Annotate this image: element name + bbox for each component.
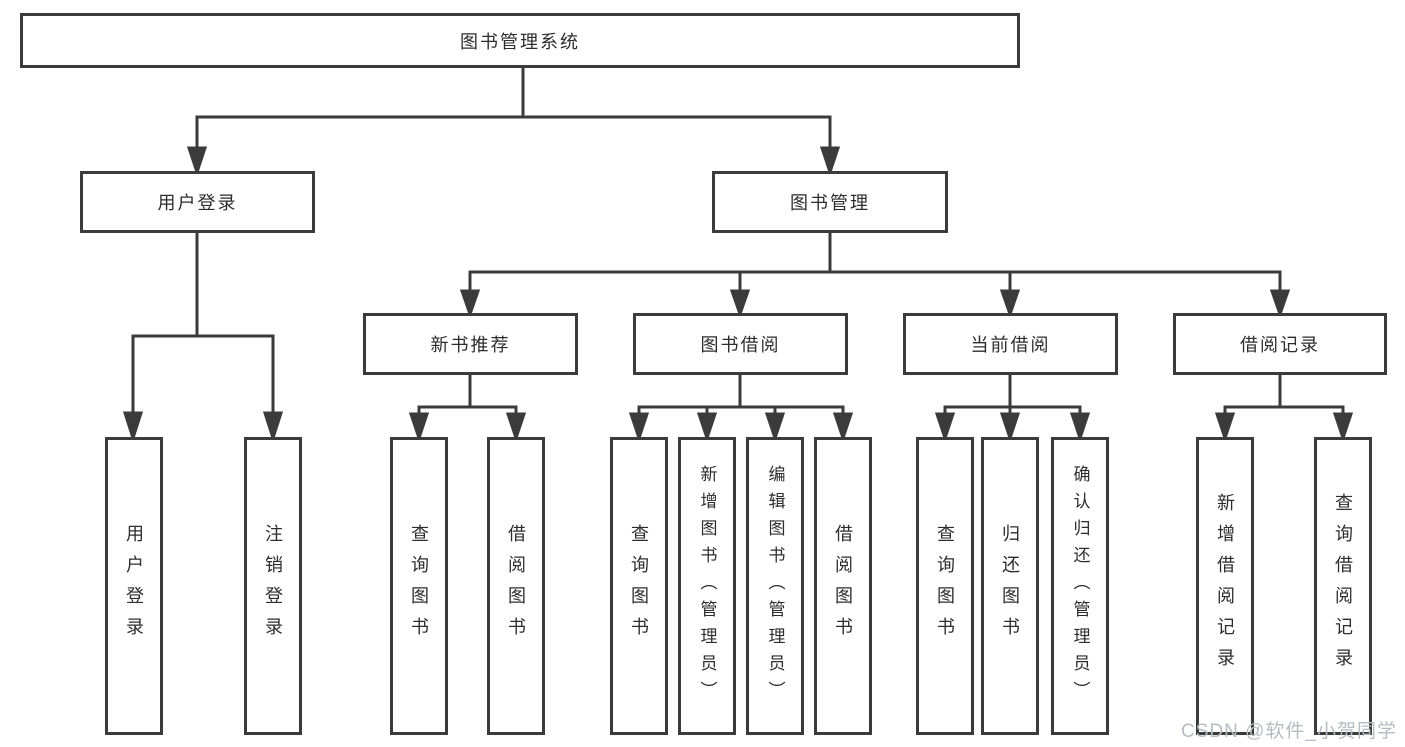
node-root-system: 图书管理系统 bbox=[20, 13, 1020, 68]
node-label: 查询借阅记录 bbox=[1333, 493, 1353, 679]
leaf-edit-book-admin: 编辑图书（管理员） bbox=[746, 437, 804, 735]
node-user-login: 用户登录 bbox=[80, 171, 315, 233]
node-label: 注销登录 bbox=[263, 524, 283, 648]
node-label: 借阅图书 bbox=[833, 524, 853, 648]
edge-root-to-level2 bbox=[186, 65, 841, 177]
leaf-query-borrow-record: 查询借阅记录 bbox=[1314, 437, 1372, 735]
edge-userlogin-to-leaves bbox=[122, 230, 284, 443]
node-label: 借阅图书 bbox=[506, 524, 526, 648]
leaf-logout: 注销登录 bbox=[244, 437, 302, 735]
node-label: 借阅记录 bbox=[1240, 335, 1320, 355]
leaf-borrow-books-recommend: 借阅图书 bbox=[487, 437, 545, 735]
node-label: 用户登录 bbox=[157, 193, 238, 213]
node-label: 当前借阅 bbox=[970, 335, 1051, 355]
leaf-borrow-books: 借阅图书 bbox=[814, 437, 872, 735]
node-new-book-recommend: 新书推荐 bbox=[363, 313, 578, 375]
node-label: 新书推荐 bbox=[430, 335, 511, 355]
node-label: 查询图书 bbox=[629, 524, 649, 648]
edge-bookmgmt-to-level3 bbox=[459, 230, 1291, 319]
node-book-borrow: 图书借阅 bbox=[633, 313, 848, 375]
node-label: 确认归还（管理员） bbox=[1070, 464, 1090, 708]
node-book-management: 图书管理 bbox=[712, 171, 948, 233]
node-label: 新增图书（管理员） bbox=[697, 464, 717, 708]
edge-bookborrow-to-leaves bbox=[628, 373, 854, 443]
leaf-query-books-borrow: 查询图书 bbox=[610, 437, 668, 735]
leaf-confirm-return-admin: 确认归还（管理员） bbox=[1051, 437, 1109, 735]
leaf-query-books-recommend: 查询图书 bbox=[390, 437, 448, 735]
node-label: 编辑图书（管理员） bbox=[765, 464, 785, 708]
node-current-borrow: 当前借阅 bbox=[903, 313, 1118, 375]
csdn-watermark: CSDN @软件_小贺同学 bbox=[1181, 721, 1397, 742]
node-label: 图书管理系统 bbox=[460, 31, 580, 52]
leaf-return-book: 归还图书 bbox=[981, 437, 1039, 735]
node-borrow-records: 借阅记录 bbox=[1173, 313, 1387, 375]
node-label: 查询图书 bbox=[935, 524, 955, 648]
edge-currentborrow-to-leaves bbox=[934, 373, 1091, 443]
node-label: 查询图书 bbox=[409, 524, 429, 648]
leaf-query-books-current: 查询图书 bbox=[916, 437, 974, 735]
edge-borrowrecords-to-leaves bbox=[1214, 373, 1354, 443]
edge-newbook-to-leaves bbox=[408, 373, 527, 443]
node-label: 新增借阅记录 bbox=[1215, 493, 1235, 679]
leaf-user-login: 用户登录 bbox=[105, 437, 163, 735]
node-label: 用户登录 bbox=[124, 524, 144, 648]
node-label: 图书借阅 bbox=[700, 335, 781, 355]
node-label: 图书管理 bbox=[790, 193, 870, 213]
node-label: 归还图书 bbox=[1000, 524, 1020, 648]
leaf-add-borrow-record: 新增借阅记录 bbox=[1196, 437, 1254, 735]
leaf-add-book-admin: 新增图书（管理员） bbox=[678, 437, 736, 735]
